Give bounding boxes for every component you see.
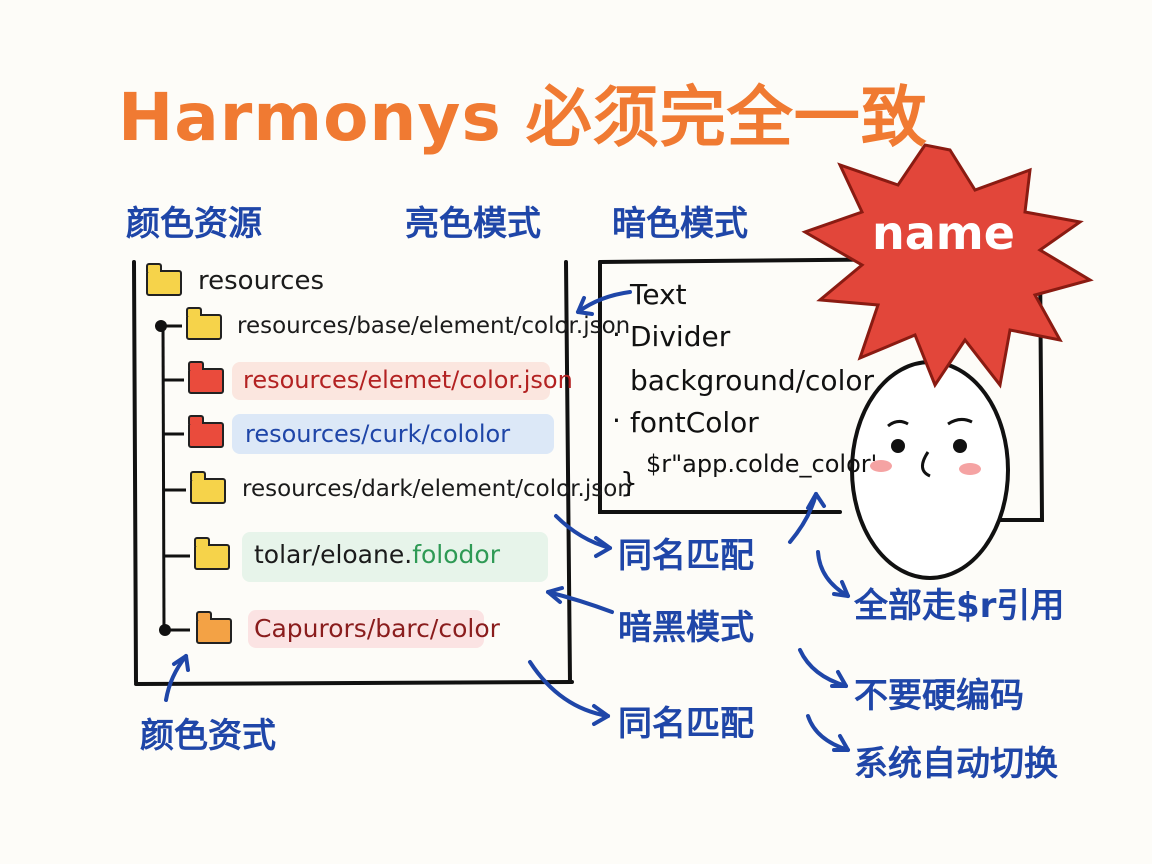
code-line-divider: Divider [630,320,731,353]
page-title: Harmonys 必须完全一致 [118,79,928,156]
code-bullet: · [612,318,621,351]
tree-item-tolar-part-a: tolar/eloane. [254,540,413,569]
tree-item-tolar: tolar/eloane.folodor [254,540,500,569]
color-style-label: 颜色资式 [140,716,276,756]
code-line-fontcolor: fontColor [630,406,759,439]
folder-icon [194,537,230,570]
code-line-text: Text [630,278,687,311]
auto-switch-label: 系统自动切换 [854,744,1058,784]
same-name-label-1: 同名匹配 [618,536,754,576]
folder-icon [188,361,224,394]
folder-icon [190,471,226,504]
highlight [232,414,554,454]
folder-icon [196,611,232,644]
all-r-reference-label: 全部走$r引用 [854,586,1065,626]
code-line-brace: } [620,466,638,499]
highlight [248,610,484,648]
tree-item-elemet-color: resources/elemet/color.json [243,366,573,394]
light-mode-heading: 亮色模式 [405,204,541,244]
folder-icon [146,263,182,296]
name-badge: name [872,206,1015,260]
tree-item-base-color: resources/base/element/color.json [237,313,631,339]
tree-item-dark-color: resources/dark/element/color.json [242,476,632,502]
dark-mode-label: 暗黑模式 [618,608,754,648]
code-line-ref: $r"app.colde_color' [646,450,878,478]
highlight [232,362,550,400]
tree-root-label: resources [198,266,325,296]
code-bullet: · [612,404,621,437]
same-name-label-2: 同名匹配 [618,704,754,744]
highlight [242,532,548,582]
folder-icon [188,415,224,448]
no-hardcode-label: 不要硬编码 [854,676,1024,716]
dark-mode-heading: 暗色模式 [612,204,748,244]
code-line-background: background/color [630,364,874,397]
tree-item-capurors: Capurors/barc/color [254,614,500,643]
tree-item-tolar-part-b: folodor [412,540,500,569]
color-resources-heading: 颜色资源 [126,204,262,244]
tree-item-curk-color: resources/curk/cololor [245,420,511,448]
folder-icon [186,307,222,340]
